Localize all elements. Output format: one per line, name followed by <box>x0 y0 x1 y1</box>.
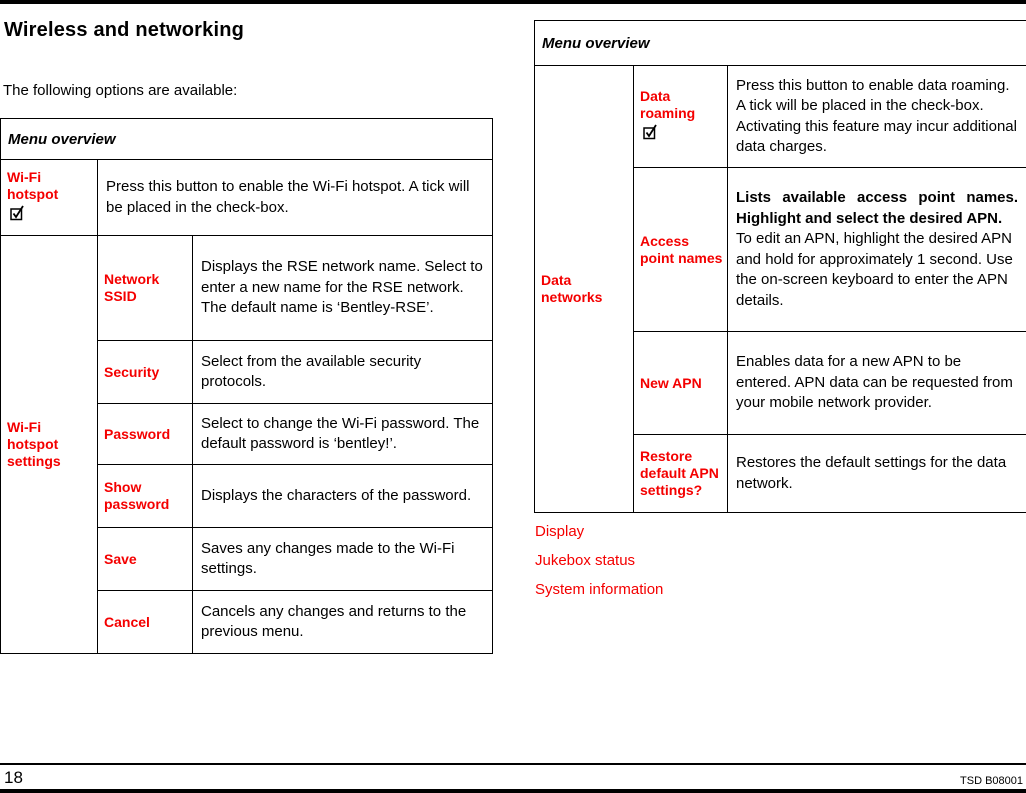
wifi-hotspot-label: Wi-Fi hotspot <box>7 169 59 202</box>
wifi-hotspot-desc: Press this button to enable the Wi-Fi ho… <box>96 159 494 236</box>
row-access-point-names: Access point names <box>633 167 728 332</box>
password-desc: Select to change the Wi-Fi password. The… <box>191 403 494 465</box>
row-security: Security <box>97 340 193 404</box>
access-point-names-desc-plain: To edit an APN, highlight the desired AP… <box>736 230 1013 309</box>
row-network-ssid: Network SSID <box>97 235 193 341</box>
data-roaming-desc: Press this button to enable data roaming… <box>726 65 1026 168</box>
access-point-names-desc-bold: Lists available access point names. High… <box>736 189 1019 227</box>
right-table-header: Menu overview <box>533 20 1026 66</box>
security-label: Security <box>104 363 160 380</box>
document-code: TSD B08001 <box>960 775 1023 787</box>
row-show-password: Show password <box>97 464 193 528</box>
top-border-bar <box>0 0 1026 4</box>
save-desc: Saves any changes made to the Wi-Fi sett… <box>191 527 494 591</box>
network-ssid-label: Network SSID <box>104 271 160 304</box>
menu-item-system-information: System information <box>535 581 664 598</box>
menu-item-jukebox-status: Jukebox status <box>535 552 636 569</box>
checked-checkbox-icon <box>643 123 659 140</box>
menu-item-display: Display <box>535 523 585 540</box>
footer-rule <box>0 763 1026 765</box>
restore-default-apn-desc: Restores the default settings for the da… <box>726 434 1026 513</box>
new-apn-desc: Enables data for a new APN to be entered… <box>726 331 1026 435</box>
row-wifi-hotspot-settings: Wi-Fi hotspot settings <box>0 235 98 654</box>
new-apn-label: New APN <box>640 374 702 391</box>
show-password-label: Show password <box>104 479 170 512</box>
access-point-names-label: Access point names <box>640 232 723 266</box>
data-roaming-label: Data roaming <box>640 88 696 121</box>
row-save: Save <box>97 527 193 591</box>
data-networks-label: Data networks <box>541 272 603 305</box>
show-password-desc: Displays the characters of the password. <box>191 464 494 528</box>
access-point-names-desc: Lists available access point names. High… <box>726 167 1026 332</box>
row-new-apn: New APN <box>633 331 728 435</box>
row-cancel: Cancel <box>97 590 193 654</box>
network-ssid-desc: Displays the RSE network name. Select to… <box>191 235 494 341</box>
wifi-hotspot-settings-label: Wi-Fi hotspot settings <box>7 419 61 469</box>
cancel-desc: Cancels any changes and returns to the p… <box>191 590 494 654</box>
password-label: Password <box>104 425 171 442</box>
page-title: Wireless and networking <box>4 19 245 41</box>
restore-default-apn-label: Restore default APN settings? <box>640 448 719 498</box>
left-table-header: Menu overview <box>0 118 494 160</box>
save-label: Save <box>104 550 137 567</box>
row-restore-default-apn: Restore default APN settings? <box>633 434 728 513</box>
cancel-label: Cancel <box>104 613 150 630</box>
row-password: Password <box>97 403 193 465</box>
wifi-menu-table: Menu overview Wi-Fi hotspot Press this b… <box>0 118 494 654</box>
page-number: 18 <box>4 768 23 787</box>
data-networks-menu-table: Menu overview Data networks Data roaming… <box>533 20 1026 513</box>
checked-checkbox-icon <box>10 204 26 221</box>
row-wifi-hotspot: Wi-Fi hotspot <box>0 159 98 236</box>
intro-text: The following options are available: <box>3 82 238 99</box>
row-data-roaming: Data roaming <box>633 65 728 168</box>
row-data-networks: Data networks <box>534 65 634 513</box>
security-desc: Select from the available security proto… <box>191 340 494 404</box>
bottom-border-bar <box>0 789 1026 793</box>
